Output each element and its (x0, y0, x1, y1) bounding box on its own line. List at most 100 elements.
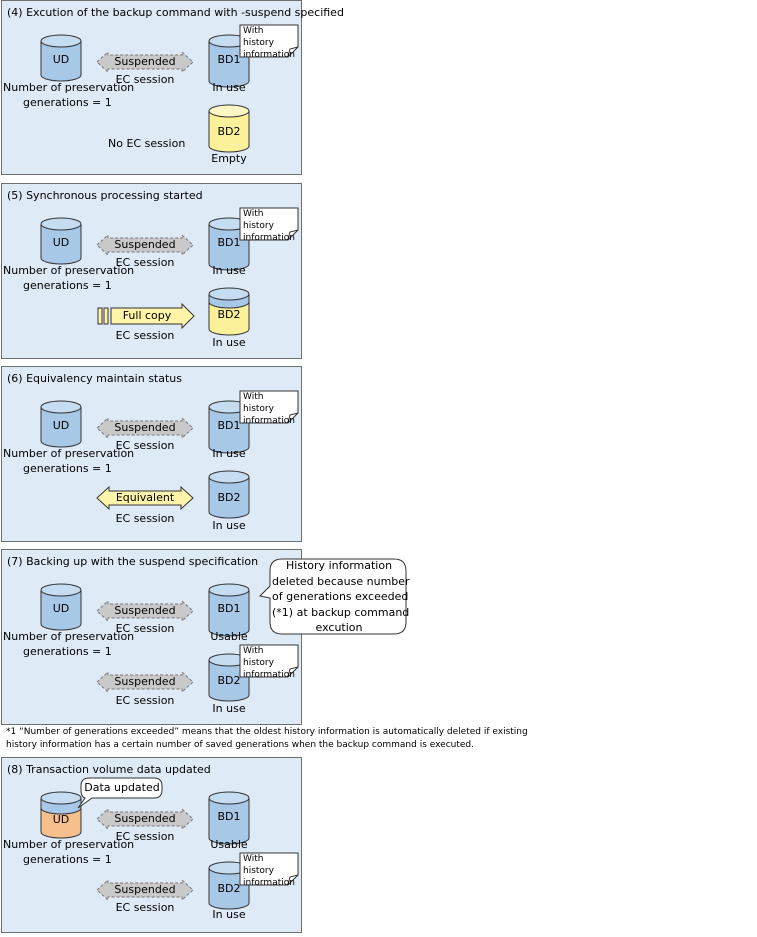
bd1-disk (208, 583, 250, 637)
panel-diagram (40, 24, 299, 153)
panel-title: (4) Excution of the backup command with … (7, 6, 344, 19)
bd2-disk (208, 104, 250, 153)
history-note (239, 24, 299, 58)
deletion-callout-shape (258, 558, 407, 635)
generations-line2: generations = 1 (23, 462, 112, 475)
arrow1-caption: EC session (115, 622, 175, 635)
bd1-note: With history information (243, 392, 295, 426)
footnote-line-2: history information has a certain number… (6, 740, 474, 750)
arrow2-label: Equivalent (115, 491, 175, 504)
generations-line2: generations = 1 (23, 96, 112, 109)
generations-line2: generations = 1 (23, 853, 112, 866)
footnote-line-1: *1 “Number of generations exceeded” mean… (6, 727, 528, 737)
ud-disk (40, 34, 82, 82)
arrow1-caption: EC session (115, 73, 175, 86)
bd1-status: Usable (210, 838, 248, 851)
suspended-arrow (96, 50, 194, 74)
history-note-bd2 (239, 644, 299, 678)
ud-label: UD (52, 53, 70, 66)
bd2-disk (208, 287, 250, 336)
bd2-label: BD2 (217, 491, 241, 504)
suspended-arrow (96, 599, 194, 623)
panel-step-5: (5) Synchronous processing started (1, 183, 302, 359)
bd1-status: In use (212, 81, 246, 94)
panel-diagram (40, 207, 299, 336)
callout-line-3: of generations exceeded (272, 590, 409, 603)
arrow2-caption: EC session (115, 329, 175, 342)
generations-line1: Number of preservation (3, 630, 135, 643)
bd2-label: BD2 (217, 308, 241, 321)
panel-title: (8) Transaction volume data updated (7, 763, 211, 776)
bd1-disk (208, 34, 250, 88)
arrow1-label: Suspended (114, 421, 176, 434)
arrow1-caption: EC session (115, 439, 175, 452)
bd1-note: With history information (243, 26, 295, 60)
arrow1-label: Suspended (114, 238, 176, 251)
arrow2-label: Suspended (114, 675, 176, 688)
suspended-arrow (96, 807, 194, 831)
bd1-label: BD1 (217, 53, 241, 66)
data-updated-callout-shape (77, 777, 163, 809)
ud-label: UD (52, 419, 70, 432)
callout-line-2: deleted because number (272, 574, 410, 588)
suspended-arrow-2 (96, 878, 194, 902)
bd2-status: In use (212, 702, 246, 715)
ud-disk (40, 217, 82, 265)
panel-step-7: (7) Backing up with the suspend specific… (1, 549, 302, 725)
panel-diagram (40, 777, 299, 910)
generations-line1: Number of preservation (3, 264, 135, 277)
bd2-label: BD2 (217, 674, 241, 687)
bd2-disk (208, 861, 250, 910)
ud-callout: Data updated (84, 781, 160, 794)
bd2-note: With history information (243, 854, 295, 888)
ud-label: UD (52, 236, 70, 249)
ud-disk (40, 400, 82, 448)
suspended-arrow-2 (96, 670, 194, 694)
arrow2-caption: EC session (115, 694, 175, 707)
arrow1-caption: EC session (115, 830, 175, 843)
history-note (239, 207, 299, 241)
bd1-disk (208, 791, 250, 845)
ud-label: UD (52, 813, 70, 826)
suspended-arrow (96, 233, 194, 257)
ud-label: UD (52, 602, 70, 615)
arrow2-caption: EC session (115, 512, 175, 525)
bd2-label: BD2 (217, 882, 241, 895)
callout-line-1: History information (285, 559, 393, 572)
bd1-status: Usable (210, 630, 248, 643)
panel-diagram (40, 390, 299, 519)
full-copy-arrow (97, 302, 195, 330)
panel-step-6: (6) Equivalency maintain status UD BD1 B… (1, 366, 302, 542)
bd2-label: BD2 (217, 125, 241, 138)
bd2-status: In use (212, 519, 246, 532)
bd1-label: BD1 (217, 602, 241, 615)
generations-line2: generations = 1 (23, 279, 112, 292)
callout-line-4: (*1) at backup command (272, 605, 410, 619)
bd1-label: BD1 (217, 236, 241, 249)
callout-line-5: excution (315, 621, 363, 634)
ud-disk (40, 583, 82, 631)
panel-title: (5) Synchronous processing started (7, 189, 203, 202)
bd2-disk (208, 470, 250, 519)
bd2-note: With history information (243, 646, 295, 680)
bd2-disk (208, 653, 250, 702)
bd2-status: In use (212, 336, 246, 349)
generations-line1: Number of preservation (3, 81, 135, 94)
generations-line1: Number of preservation (3, 838, 135, 851)
arrow1-label: Suspended (114, 55, 176, 68)
no-session-label: No EC session (108, 137, 186, 150)
panel-step-4: (4) Excution of the backup command with … (1, 0, 344, 175)
generations-line2: generations = 1 (23, 645, 112, 658)
ud-disk (40, 791, 82, 839)
panel-title: (7) Backing up with the suspend specific… (7, 555, 259, 568)
bd1-label: BD1 (217, 419, 241, 432)
bd2-status: Empty (211, 152, 247, 165)
arrow2-label: Full copy (122, 309, 172, 322)
arrow1-caption: EC session (115, 256, 175, 269)
panel-diagram (40, 583, 299, 702)
bd1-note: With history information (243, 209, 295, 243)
panel-step-8: (8) Transaction volume data updated (1, 757, 302, 933)
bd1-status: In use (212, 447, 246, 460)
deletion-callout: History information deleted because numb… (272, 558, 410, 636)
bd1-status: In use (212, 264, 246, 277)
